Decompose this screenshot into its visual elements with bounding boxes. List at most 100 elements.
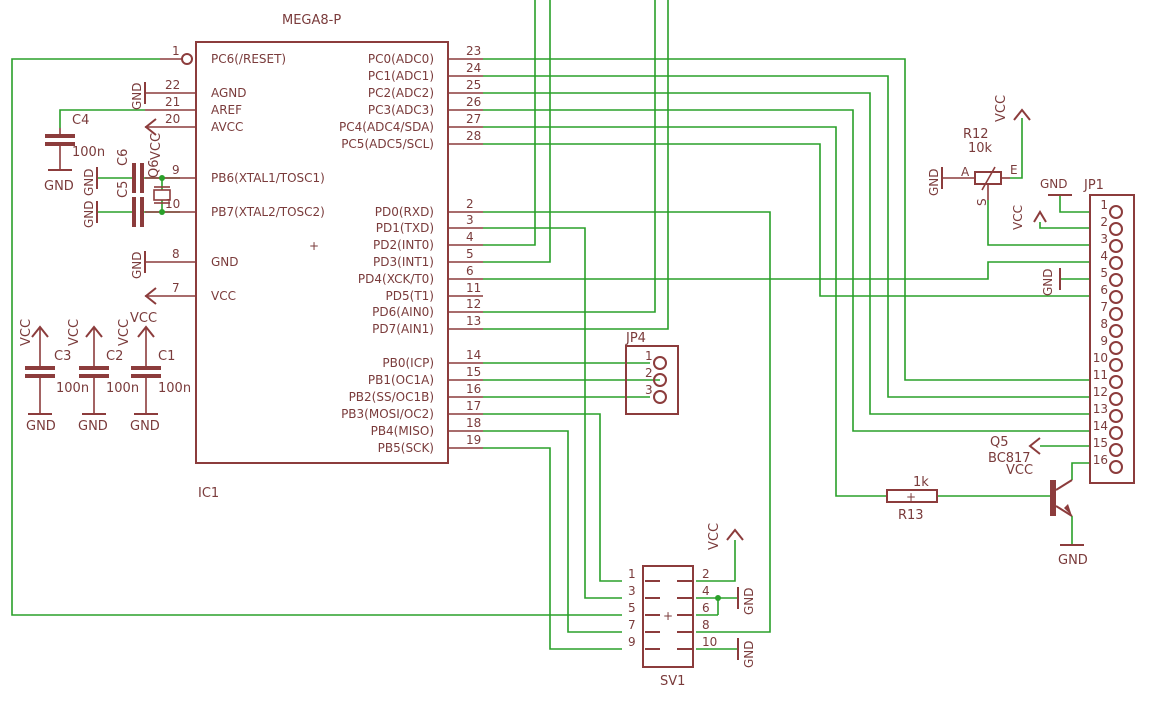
jp1-pin-7: [1109, 307, 1123, 321]
jp1-pin-num-12: 12: [1093, 385, 1108, 399]
capacitor-c2[interactable]: VCC C2 100n GND: [67, 319, 139, 434]
capacitor-c1[interactable]: VCC VCC C1 100n GND: [117, 311, 191, 434]
c2-name: C2: [106, 349, 123, 364]
svg-text:GND: GND: [130, 251, 144, 279]
c1-name: C1: [158, 349, 175, 364]
pin-num-27: 27: [466, 112, 481, 126]
crystal-q6[interactable]: Q6: [147, 159, 171, 215]
jp1-pin-num-14: 14: [1093, 419, 1108, 433]
svg-text:GND: GND: [82, 200, 96, 228]
pin-label-pc3: PC3(ADC3): [368, 103, 434, 117]
pin-num-7: 7: [172, 281, 180, 295]
svg-text:+: +: [663, 609, 673, 623]
gnd-symbol-jp1-1: GND: [1040, 177, 1072, 196]
jp1-pin-num-3: 3: [1100, 232, 1108, 246]
jp1-pin-14: [1109, 426, 1123, 440]
c2-value: 100n: [106, 381, 139, 396]
jp1-pin-11: [1109, 375, 1123, 389]
svg-text:10: 10: [702, 635, 717, 649]
svg-text:+: +: [906, 490, 916, 504]
vcc-symbol-q5: VCC: [1006, 437, 1041, 478]
potentiometer-r12[interactable]: R12 10k A E S GND: [927, 127, 1018, 206]
svg-text:A: A: [961, 165, 970, 179]
q5-name: Q5: [990, 435, 1009, 450]
svg-text:GND: GND: [927, 168, 941, 196]
resistor-r13[interactable]: + 1k R13: [886, 475, 938, 523]
svg-text:6: 6: [702, 601, 710, 615]
gnd-symbol-jp1-6: GND: [1041, 268, 1061, 296]
capacitor-c6[interactable]: GND C6 VCC: [82, 133, 164, 196]
jp1-pin-3: [1109, 239, 1123, 253]
svg-text:2: 2: [702, 567, 710, 581]
capacitor-c3[interactable]: VCC C3 100n GND: [19, 319, 89, 434]
svg-text:GND: GND: [742, 587, 756, 615]
r12-value: 10k: [968, 141, 993, 156]
jp1-pin-num-9: 9: [1100, 334, 1108, 348]
c1-vcc-rot: VCC: [117, 319, 132, 346]
gnd-symbol-agnd: GND: [130, 82, 146, 110]
svg-text:GND: GND: [82, 168, 96, 196]
svg-text:VCC: VCC: [1011, 205, 1025, 230]
pin-num-24: 24: [466, 61, 481, 75]
origin-mark: +: [309, 239, 319, 253]
c5-name: C5: [116, 181, 131, 198]
header-jp4[interactable]: JP4 1 2 3: [625, 331, 679, 415]
svg-text:5: 5: [628, 601, 636, 615]
svg-text:1: 1: [645, 349, 653, 363]
q5-value: BC817: [988, 451, 1031, 466]
pin-num-4: 4: [466, 230, 474, 244]
gnd-symbol-sv1-4: GND: [737, 587, 756, 615]
pin-label-aref: AREF: [211, 103, 242, 117]
pin-label-agnd: AGND: [211, 86, 247, 100]
c6-name: C6: [116, 149, 131, 166]
pin-num-20: 20: [165, 112, 180, 126]
q6-name: Q6: [147, 159, 162, 178]
pin-num-22: 22: [165, 78, 180, 92]
c3-gnd: GND: [26, 419, 56, 434]
svg-text:GND: GND: [1041, 268, 1055, 296]
jp1-pin-num-7: 7: [1100, 300, 1108, 314]
capacitor-c5[interactable]: GND C5: [82, 181, 144, 228]
pin-label-pc0: PC0(ADC0): [368, 52, 434, 66]
svg-text:E: E: [1010, 163, 1018, 177]
pin-num-12: 12: [466, 297, 481, 311]
svg-text:4: 4: [702, 584, 710, 598]
pin-label-pc5: PC5(ADC5/SCL): [341, 137, 434, 151]
svg-text:GND: GND: [1058, 553, 1088, 568]
pin-num-16: 16: [466, 382, 481, 396]
svg-text:VCC: VCC: [994, 95, 1009, 122]
c3-value: 100n: [56, 381, 89, 396]
pin-num-11: 11: [466, 281, 481, 295]
svg-text:GND: GND: [742, 640, 756, 668]
pin-num-19: 19: [466, 433, 481, 447]
pin-label-pb4: PB4(MISO): [371, 424, 434, 438]
pin-label-gnd: GND: [211, 255, 239, 269]
capacitor-c4[interactable]: C4 100n GND: [44, 113, 105, 194]
pin-num-6: 6: [466, 264, 474, 278]
pin-num-9: 9: [172, 163, 180, 177]
jp1-pin-16: [1109, 460, 1123, 474]
pin-num-15: 15: [466, 365, 481, 379]
pin-label-pd1: PD1(TXD): [376, 221, 434, 235]
ic1-name: IC1: [198, 486, 219, 501]
jp1-pin-1: [1109, 205, 1123, 219]
ic1-mega8[interactable]: MEGA8-P IC1 + PC6(/RESET) 1 AGND 22 AREF…: [145, 13, 483, 501]
svg-text:3: 3: [628, 584, 636, 598]
c4-value: 100n: [72, 145, 105, 160]
c1-value: 100n: [158, 381, 191, 396]
c3-vcc: VCC: [19, 319, 34, 346]
jp1-pin-num-11: 11: [1093, 368, 1108, 382]
connector-sv1[interactable]: + SV1 1 3 5 7 9 2 4 6 8 10: [628, 565, 721, 689]
jp1-pin-num-5: 5: [1100, 266, 1108, 280]
pin-label-pb0: PB0(ICP): [382, 356, 434, 370]
pin-label-pc1: PC1(ADC1): [368, 69, 434, 83]
jp1-pin-num-4: 4: [1100, 249, 1108, 263]
pin-num-1: 1: [172, 44, 180, 58]
transistor-q5[interactable]: Q5 BC817: [988, 435, 1073, 517]
gnd-symbol-sv1-10: GND: [737, 638, 756, 668]
jp1-pin-9: [1109, 341, 1123, 355]
jp1-pin-13: [1109, 409, 1123, 423]
jp1-pin-12: [1109, 392, 1123, 406]
